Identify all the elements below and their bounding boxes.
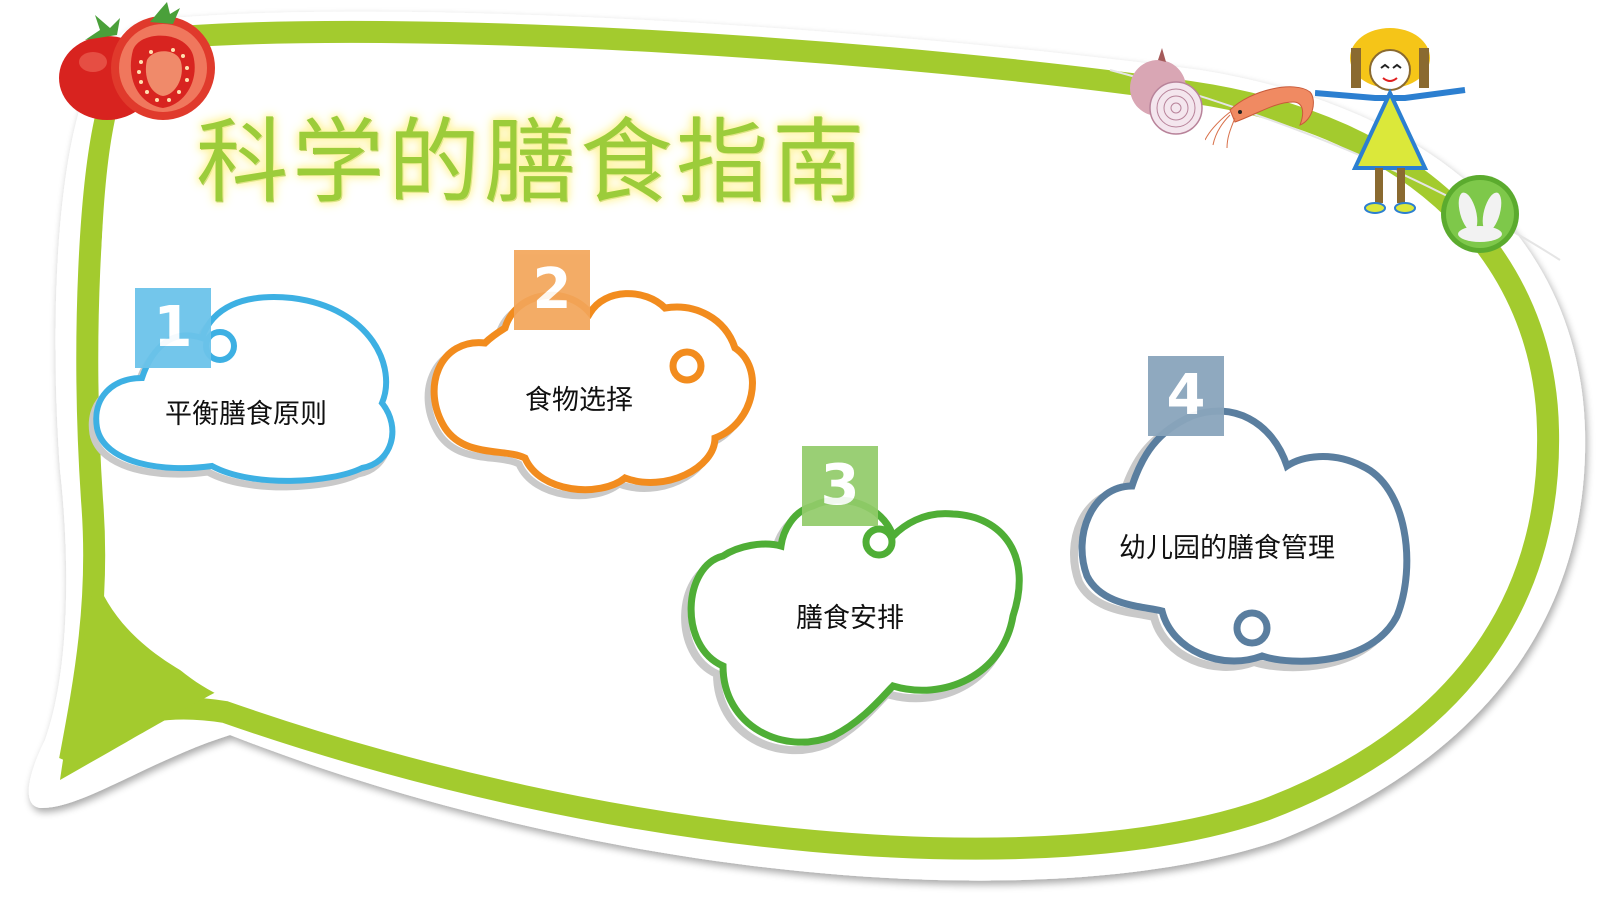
topic-number-badge: 2: [514, 250, 590, 330]
topic-number-badge: 1: [135, 288, 211, 368]
topic-number-badge: 4: [1148, 356, 1224, 436]
cloud-outline-orange: [424, 290, 756, 500]
topic-card-3[interactable]: 3 膳食安排: [681, 446, 1038, 756]
slide-title: 科学的膳食指南: [196, 109, 869, 216]
shrimp-illustration: [1205, 86, 1314, 149]
bunny-badge-icon: [1441, 175, 1519, 253]
topic-label: 食物选择: [525, 385, 633, 416]
topic-card-1[interactable]: 1 平衡膳食原则: [88, 288, 402, 491]
topic-label: 平衡膳食原则: [165, 399, 327, 430]
tomato-illustration: [59, 2, 215, 120]
onion-illustration: [1130, 48, 1203, 135]
topic-number-badge: 3: [802, 446, 878, 526]
cloud-outline-slate: [1070, 407, 1411, 672]
topic-label: 膳食安排: [796, 603, 904, 634]
topic-card-2[interactable]: 2 食物选择: [424, 248, 765, 503]
topic-label: 幼儿园的膳食管理: [1119, 533, 1335, 564]
girl-drawing: [1315, 28, 1466, 214]
cloud-outline-green: [681, 496, 1023, 755]
topic-card-4[interactable]: 4 幼儿园的膳食管理: [1070, 356, 1417, 676]
